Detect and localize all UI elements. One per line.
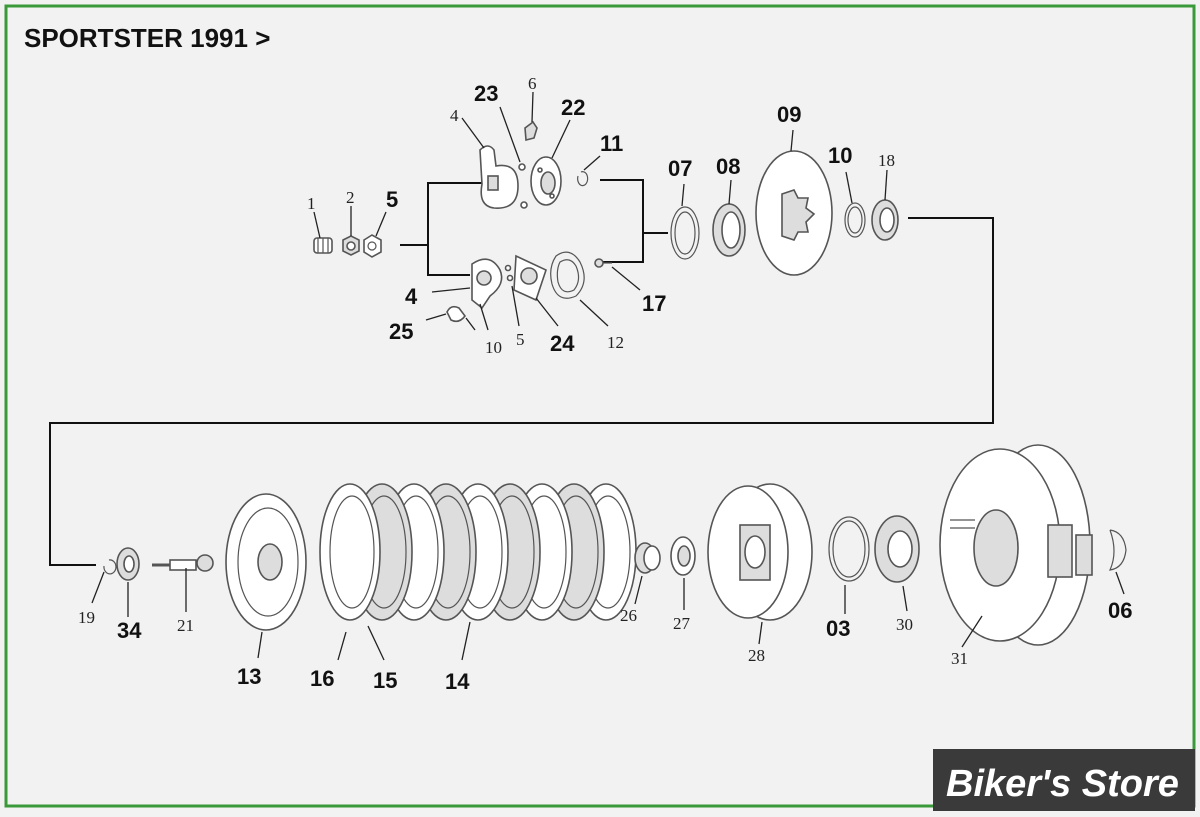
part-06-snap-ring [1109, 529, 1127, 571]
label-23: 23 [474, 81, 498, 106]
part-5-ball-2 [506, 274, 514, 282]
part-13-pressure-plate [225, 493, 307, 631]
part-4-lower-ramp-plate [471, 258, 503, 310]
label-22: 22 [561, 95, 585, 120]
part-23-ball-2 [520, 201, 528, 209]
label-08: 08 [716, 154, 740, 179]
diagram-title: SPORTSTER 1991 > [24, 23, 270, 53]
brand-background [933, 749, 1195, 811]
part-19-ring [103, 559, 117, 575]
part-31-clutch-shell [939, 444, 1093, 646]
label-4-lower: 4 [405, 284, 418, 309]
part-28-clutch-hub [707, 483, 813, 621]
part-10-ring [844, 202, 866, 238]
label-17: 17 [642, 291, 666, 316]
label-13: 13 [237, 664, 261, 689]
part-17-screw [594, 258, 612, 268]
label-2: 2 [346, 188, 355, 207]
label-21: 21 [177, 616, 194, 635]
part-34-bearing [116, 547, 140, 581]
label-11: 11 [600, 131, 623, 156]
label-09: 09 [777, 102, 801, 127]
label-19: 19 [78, 608, 95, 627]
label-15: 15 [373, 668, 397, 693]
bracket-right [600, 179, 644, 263]
connector-line [49, 217, 994, 566]
label-34: 34 [117, 618, 142, 643]
label-27: 27 [673, 614, 691, 633]
label-6: 6 [528, 74, 537, 93]
label-5: 5 [386, 187, 398, 212]
label-18: 18 [878, 151, 895, 170]
label-1: 1 [307, 194, 316, 213]
part-08-bearing [712, 203, 746, 257]
part-09-disk [755, 150, 833, 276]
label-25: 25 [389, 319, 413, 344]
brand-logo-text: Biker's Store [946, 763, 1179, 805]
label-14: 14 [445, 669, 470, 694]
label-16: 16 [310, 666, 334, 691]
part-labels: 1 2 5 4 23 6 22 11 4 25 10 5 24 12 17 07… [78, 74, 1132, 694]
part-5-ball [504, 264, 512, 272]
part-07-ring [670, 206, 700, 260]
part-27-washer [670, 536, 696, 576]
label-31: 31 [951, 649, 968, 668]
part-23-ball [518, 163, 526, 171]
clutch-plate-inner [329, 495, 375, 609]
part-26-nut [634, 542, 661, 574]
label-03: 03 [826, 616, 850, 641]
label-28: 28 [748, 646, 765, 665]
part-24-triangle-plate [513, 254, 547, 302]
part-11-retaining-ring [577, 171, 589, 187]
part-12-gasket [550, 251, 585, 299]
part-2-nut [342, 235, 360, 256]
diagram-frame [4, 4, 1196, 808]
part-25-clip [446, 305, 467, 323]
brand-watermark: Biker's Store [933, 749, 1195, 811]
label-10-lower: 10 [485, 338, 502, 357]
label-5-lower: 5 [516, 330, 525, 349]
part-30-bearing [874, 515, 920, 583]
label-06: 06 [1108, 598, 1132, 623]
part-22-outer-ramp [530, 156, 562, 206]
label-24: 24 [550, 331, 575, 356]
label-30: 30 [896, 615, 913, 634]
part-4-upper-ramp-plate [479, 145, 519, 209]
part-03-retaining-ring [828, 516, 870, 582]
label-26: 26 [620, 606, 637, 625]
part-1-screw [313, 237, 333, 254]
clutch-plate [319, 483, 381, 621]
label-12: 12 [607, 333, 624, 352]
part-5-locknut [363, 234, 382, 258]
label-4-upper: 4 [450, 106, 459, 125]
label-07: 07 [668, 156, 692, 181]
part-18-bearing [871, 199, 899, 241]
part-6-pin [524, 120, 538, 142]
label-10-upper: 10 [828, 143, 852, 168]
leader-lines [91, 91, 1125, 661]
bracket-left-fork [427, 182, 489, 276]
part-21-adjusting-screw [152, 554, 214, 572]
clutch-plate-stack [319, 483, 637, 621]
